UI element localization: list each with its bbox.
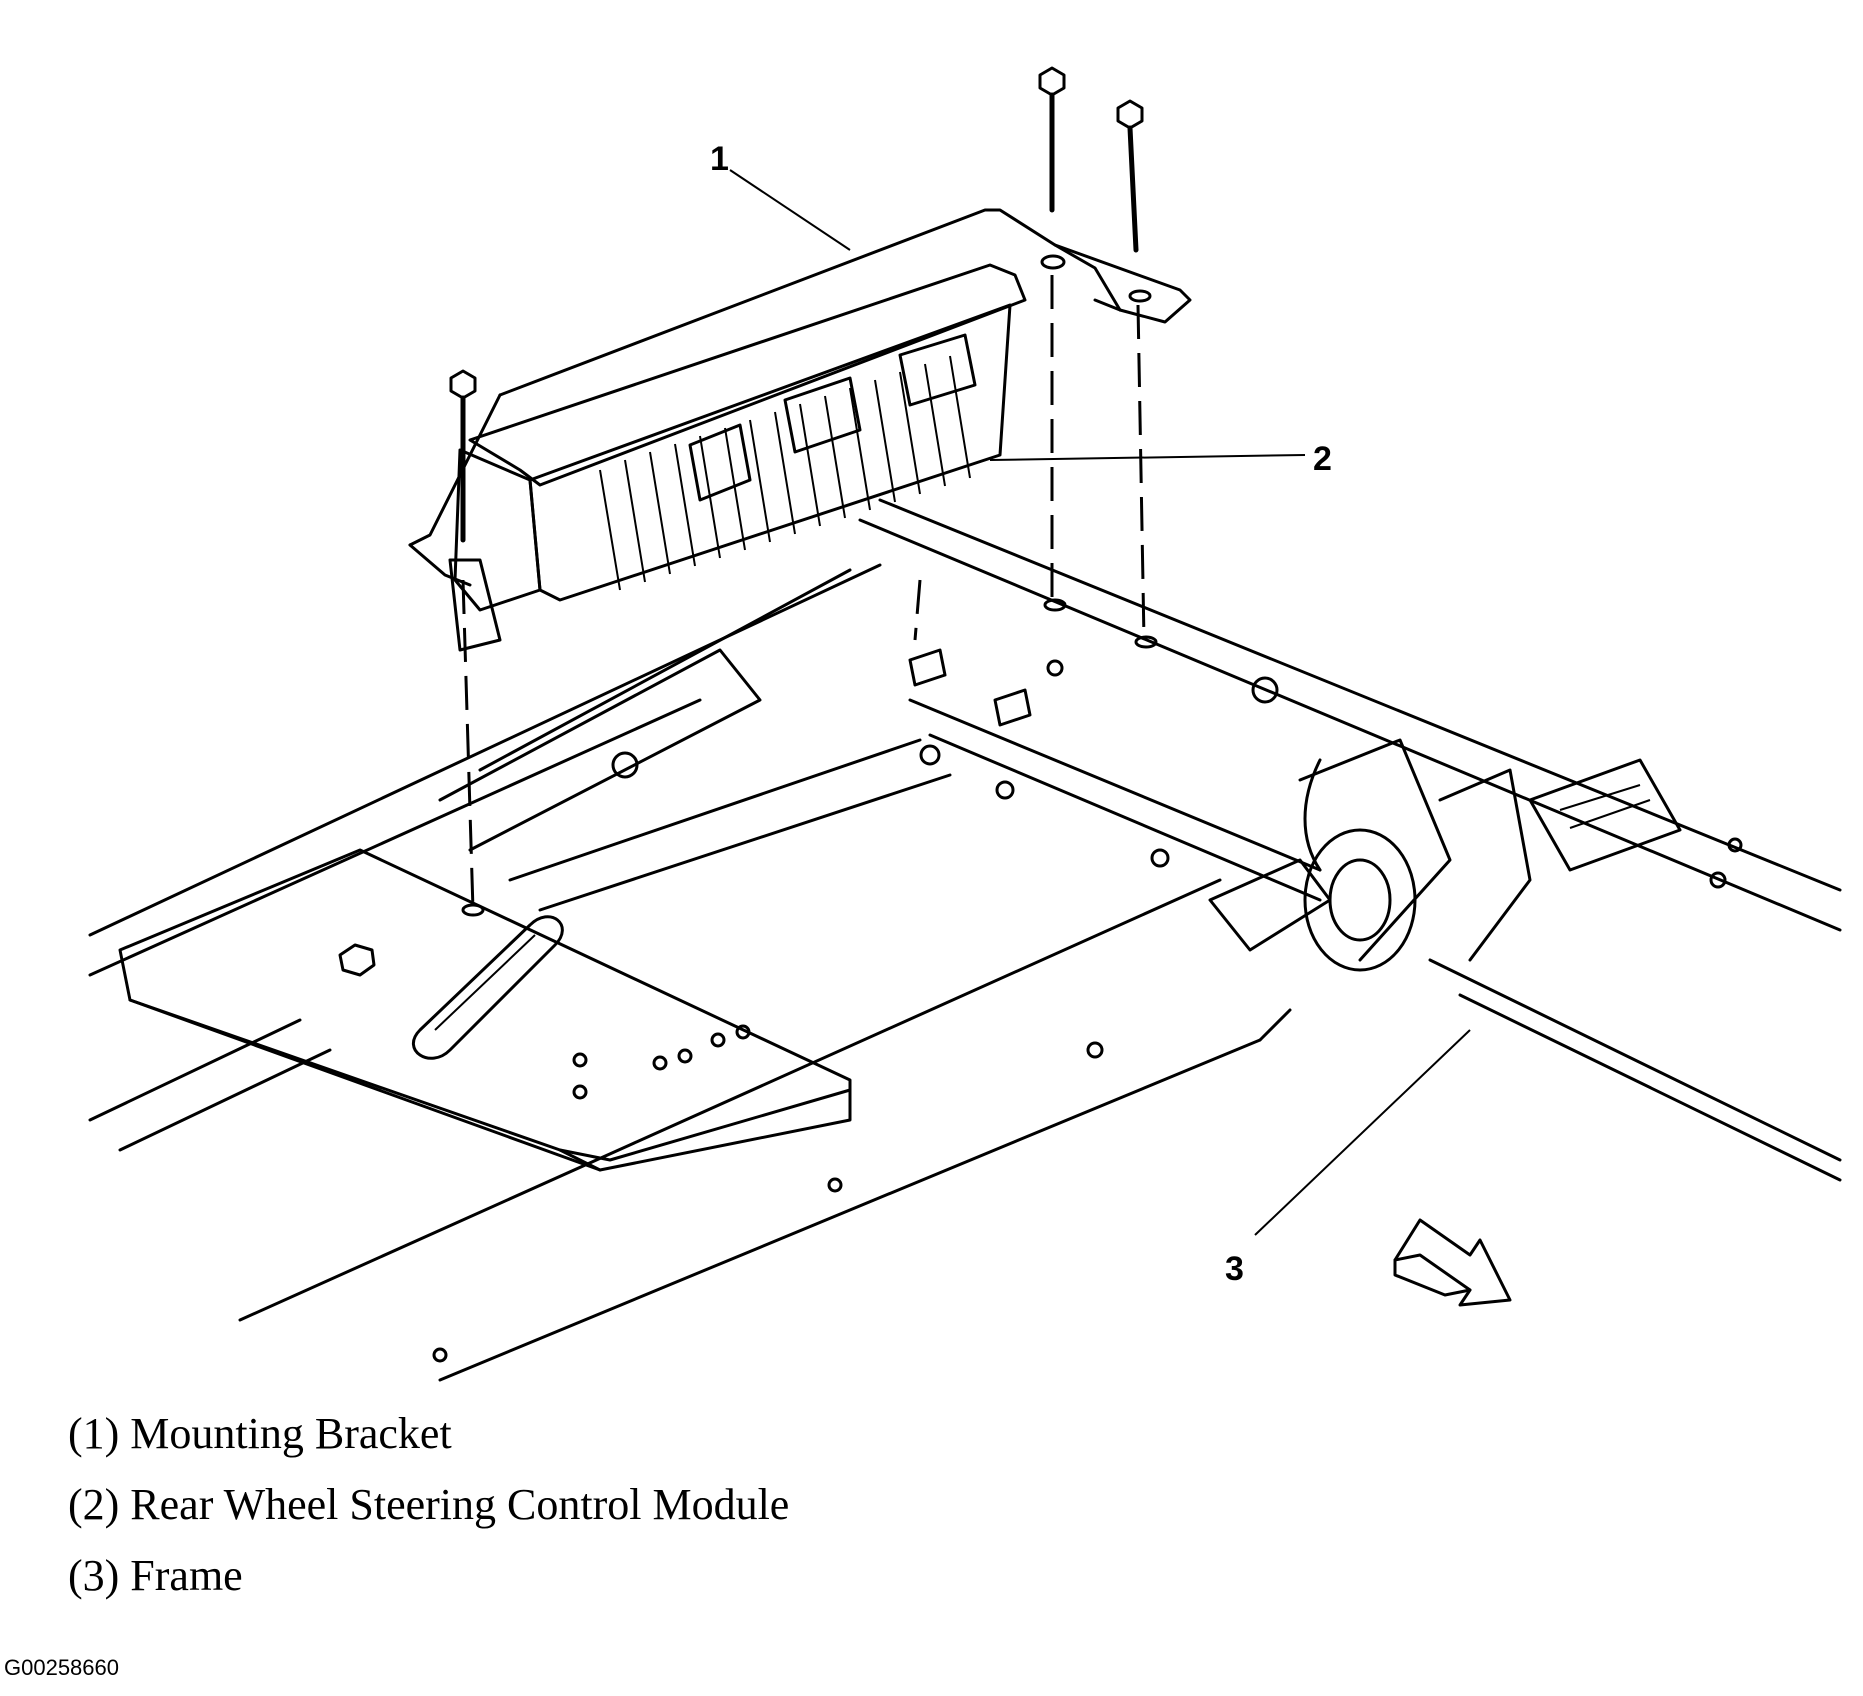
callout-number: 1 [710,140,729,178]
steering-control-module [448,263,1027,652]
parts-legend: (1) Mounting Bracket (2) Rear Wheel Stee… [68,1398,789,1611]
callout-2: 2 [989,440,1332,478]
frame [88,498,1842,1382]
bolt-icon [449,369,477,543]
legend-item: (3) Frame [68,1551,243,1600]
figure-id: G00258660 [4,1655,119,1680]
bolt-icon [1038,66,1066,213]
legend-item: (2) Rear Wheel Steering Control Module [68,1480,790,1529]
front-direction-arrow-icon [1393,1218,1512,1307]
mounting-bracket [408,208,1192,587]
legend-item: (1) Mounting Bracket [68,1409,452,1458]
callout-number: 3 [1225,1250,1244,1288]
callout-3: 3 [1225,1029,1471,1288]
callout-number: 2 [1313,440,1332,478]
callout-1: 1 [710,140,851,251]
bolt-icon [1116,99,1144,253]
